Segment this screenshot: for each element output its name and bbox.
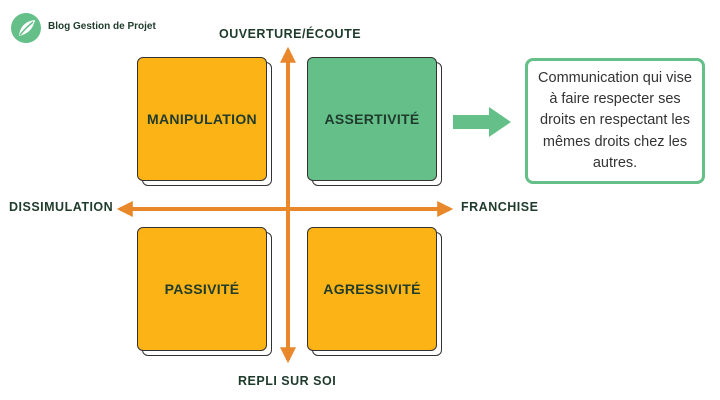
brand-name: Blog Gestion de Projet [48,20,156,32]
brand-logo: Blog Gestion de Projet [10,12,156,44]
quadrant-passivite: PASSIVITÉ [137,227,272,356]
axis-label-left: DISSIMULATION [9,200,114,214]
axis-label-right: FRANCHISE [461,200,539,214]
quadrant-label: ASSERTIVITÉ [307,57,437,181]
quadrant-label: MANIPULATION [137,57,267,181]
quadrant-label: AGRESSIVITÉ [307,227,437,351]
quadrant-label: PASSIVITÉ [137,227,267,351]
quadrant-manipulation: MANIPULATION [137,57,272,186]
axis-label-bottom: REPLI SUR SOI [238,374,337,388]
axis-label-top: OUVERTURE/ÉCOUTE [219,27,362,41]
quadrant-assertivite: ASSERTIVITÉ [307,57,442,186]
leaf-logo-icon [11,13,41,43]
definition-callout: Communication qui vise à faire respecter… [525,58,705,184]
callout-text: Communication qui vise à faire respecter… [538,70,692,171]
quadrant-agressivite: AGRESSIVITÉ [307,227,442,356]
